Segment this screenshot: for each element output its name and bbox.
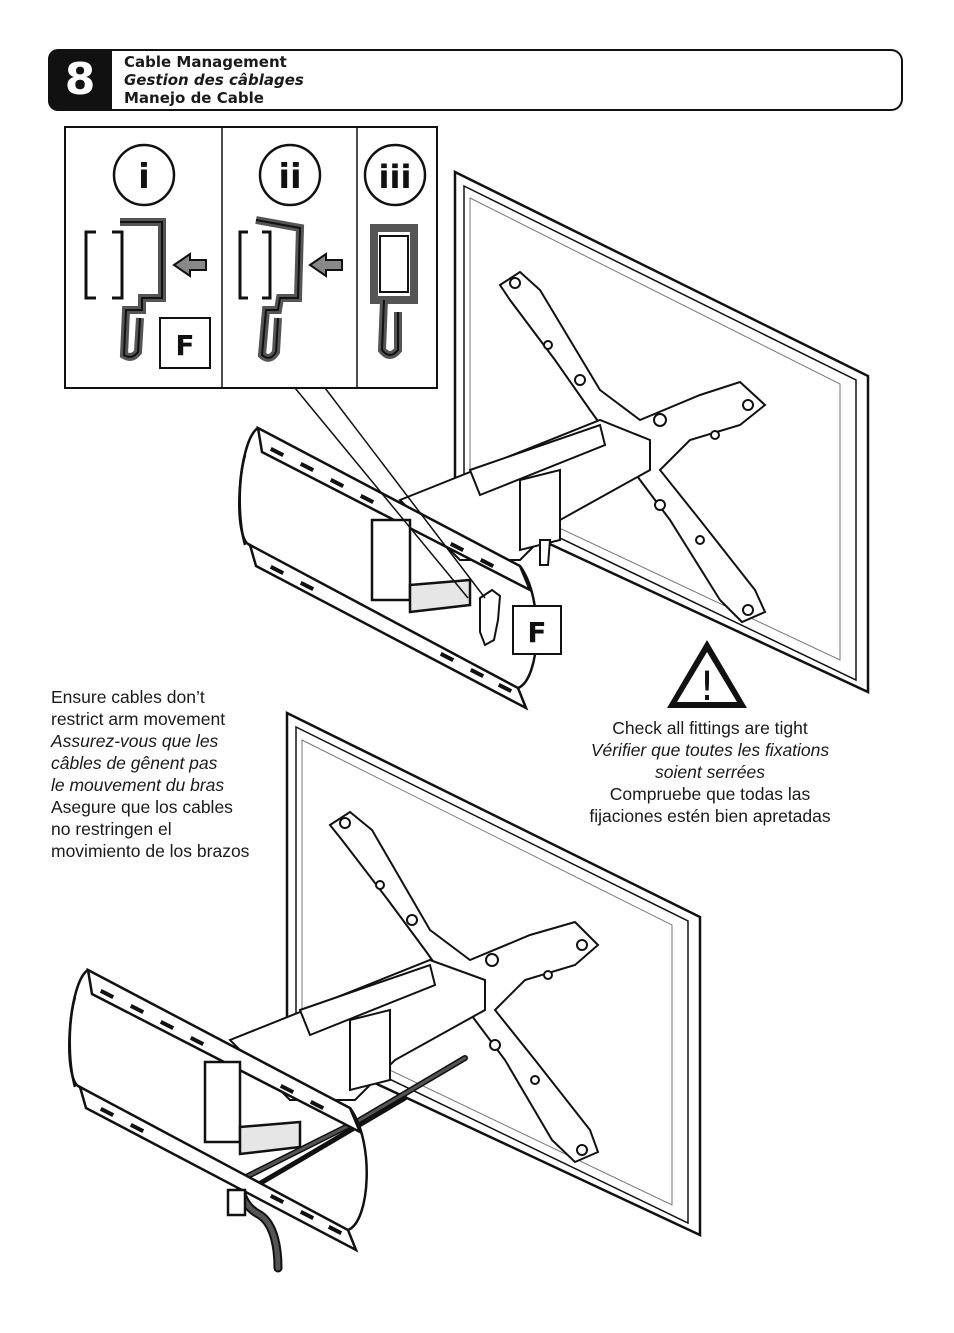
fittings-note: Check all fittings are tight Vérifier qu…	[560, 717, 860, 827]
panel-numeral-ii: ii	[278, 157, 301, 197]
cable-note: Ensure cables don’t restrict arm movemen…	[51, 686, 291, 862]
step-circle-iii	[363, 143, 427, 207]
cable-clip-top	[479, 588, 502, 647]
rail-slots-bottom	[99, 989, 343, 1235]
cable-note-fr-2: câbles de gênent pas	[51, 753, 218, 773]
step-title-en: Cable Management	[124, 53, 287, 71]
articulating-arm-top	[398, 418, 651, 566]
arrow-left-icon	[172, 252, 207, 278]
cable-note-es-1: Asegure que los cables	[51, 797, 233, 817]
fittings-note-fr-1: Vérifier que toutes les fixations	[590, 740, 830, 760]
fittings-note-es-1: Compruebe que todas las	[609, 784, 811, 804]
rail-slots-top	[269, 447, 513, 693]
step-number: 8	[48, 49, 112, 111]
inset-part-label: F	[175, 329, 194, 362]
callout-part-label: F	[527, 616, 546, 649]
warning-symbol: !	[699, 664, 715, 710]
fittings-note-en: Check all fittings are tight	[612, 718, 808, 738]
callout-line-left	[294, 387, 469, 599]
panel-numeral-iii: iii	[379, 158, 412, 196]
cable-note-en-1: Ensure cables don’t	[51, 687, 205, 707]
warning-icon	[667, 640, 747, 708]
cable-note-es-3: movimiento de los brazos	[51, 841, 250, 861]
step-title-fr: Gestion des câblages	[124, 71, 304, 89]
callout-line-right	[324, 387, 486, 599]
panel-numeral-i: i	[138, 157, 150, 197]
step-title-frame	[104, 49, 903, 111]
articulating-arm-bottom	[228, 958, 486, 1101]
fittings-note-es-2: fijaciones estén bien apretadas	[589, 806, 831, 826]
inset-panel-iii	[363, 143, 427, 359]
step-circle-ii	[258, 143, 322, 207]
fittings-note-fr-2: soient serrées	[655, 762, 765, 782]
cable-note-fr-3: le mouvement du bras	[51, 775, 225, 795]
step-circle-i	[112, 143, 176, 207]
inset-panel-ii	[238, 143, 343, 362]
part-label-box	[159, 317, 211, 369]
cable-note-en-2: restrict arm movement	[51, 709, 226, 729]
cable-note-es-2: no restringen el	[51, 819, 172, 839]
step-titles: Cable Management Gestion des câblages Ma…	[124, 53, 304, 107]
step-title-es: Manejo de Cable	[124, 89, 264, 107]
step-header: 8 Cable Management Gestion des câblages …	[48, 49, 903, 111]
callout-part-box	[512, 605, 562, 655]
inset-panel-i	[84, 143, 211, 369]
cable-note-fr-1: Assurez-vous que les	[51, 731, 219, 751]
arrow-left-icon	[308, 252, 343, 278]
